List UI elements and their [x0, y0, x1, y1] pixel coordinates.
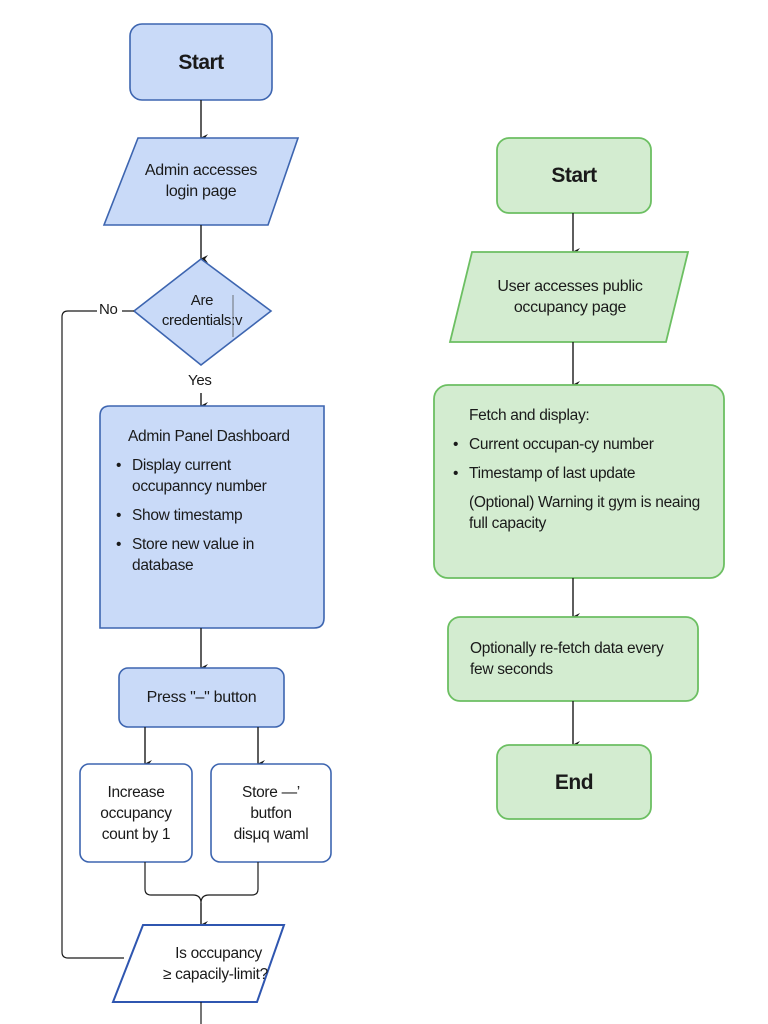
increase-line-3: count by 1 [101, 825, 171, 843]
user-access-node [448, 251, 690, 343]
edge-no-branch [61, 310, 134, 959]
dashboard-item-list: Display current occupanncy number Show t… [114, 455, 314, 576]
store-line-1: Store —’ [242, 783, 300, 801]
fetch-display-item: Timestamp of last update [451, 463, 719, 484]
admin-start-label: Start [178, 50, 224, 74]
dashboard-item: Store new value in database [114, 534, 272, 576]
credentials-line-2: credentials:v [161, 312, 243, 329]
credentials-line-1: Are [190, 292, 214, 309]
fetch-display-list: Current occupan-cy number Timestamp of l… [451, 434, 719, 484]
press-button-node [118, 667, 285, 728]
user-end-node [496, 744, 652, 820]
dashboard-item: Show timestamp [114, 505, 314, 526]
store-button-label: Store —’ butfon disμq waml [211, 774, 331, 852]
admin-login-line-2: login page [165, 183, 237, 200]
credentials-decision-label: Are credentials:v [144, 288, 260, 334]
admin-login-node [102, 137, 300, 226]
admin-login-label: Admin accesses login page [120, 150, 282, 212]
capacity-check-label: Is occupancy ≥ capacily-limit? [140, 938, 268, 990]
capacity-line-1: Is occupancy [175, 945, 262, 962]
admin-login-line-1: Admin accesses [144, 162, 258, 179]
increase-line-2: occupancy [100, 804, 172, 822]
dashboard-item: Display current occupanncy number [114, 455, 292, 497]
user-access-line-2: occupancy page [513, 299, 627, 316]
fetch-display-content: Fetch and display: Current occupan-cy nu… [451, 405, 719, 534]
refetch-label: Optionally re-fetch data every few secon… [470, 640, 664, 678]
capacity-line-2: ≥ capacily-limit? [162, 966, 268, 983]
user-access-line-1: User accesses public [497, 278, 643, 295]
capacity-check-node [111, 924, 286, 1003]
fetch-display-item: Current occupan-cy number [451, 434, 719, 455]
fetch-display-title: Fetch and display: [469, 407, 590, 424]
store-button-node [210, 763, 332, 863]
no-branch-label: No [98, 301, 119, 318]
dashboard-title: Admin Panel Dashboard [128, 428, 290, 445]
user-end-label: End [554, 770, 594, 794]
user-start-label: Start [551, 164, 597, 187]
user-access-label: User accesses public occupancy page [470, 264, 670, 330]
press-button-label: Press "–" button [146, 689, 257, 706]
credentials-decision-node [132, 257, 273, 367]
increase-count-label: Increase occupancy count by 1 [80, 774, 192, 852]
store-line-2: butfon [250, 804, 292, 822]
yes-branch-label: Yes [187, 372, 213, 389]
increase-count-node [79, 763, 193, 863]
edge-merge [144, 862, 259, 904]
fetch-display-note: (Optional) Warning it gym is neaing full… [469, 494, 700, 532]
increase-line-1: Increase [107, 783, 165, 801]
admin-dashboard-content: Admin Panel Dashboard Display current oc… [114, 426, 314, 576]
store-line-3: disμq waml [233, 825, 309, 843]
user-start-node [496, 137, 652, 214]
